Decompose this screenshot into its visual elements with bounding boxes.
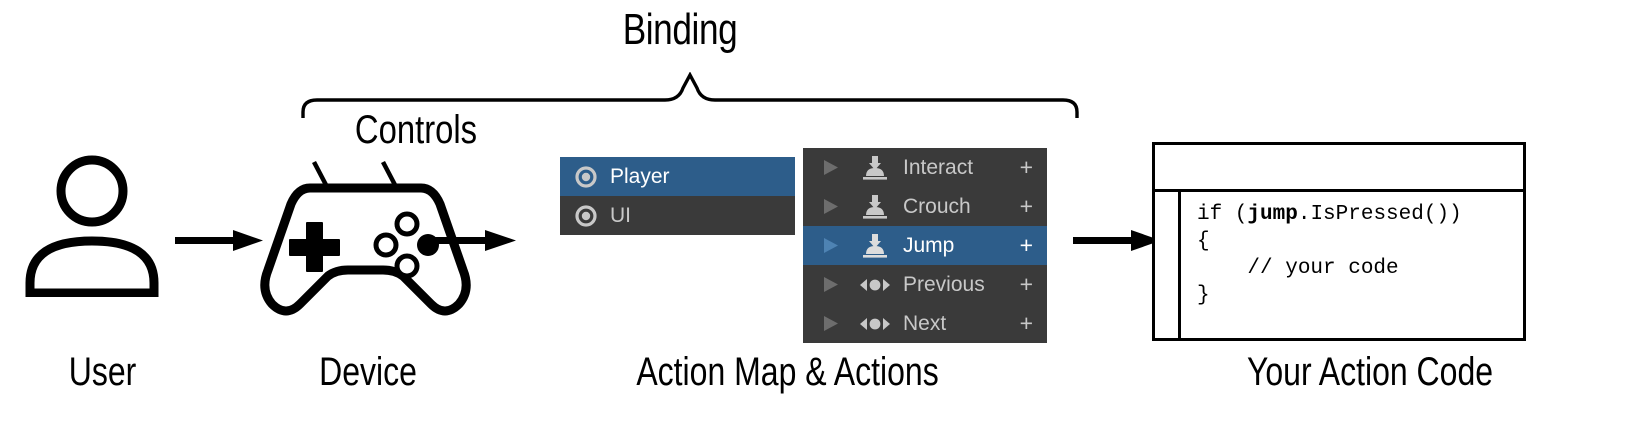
action-row-previous[interactable]: Previous + [803,265,1047,304]
add-binding-button[interactable]: + [1019,232,1033,258]
add-binding-button[interactable]: + [1019,271,1033,297]
caption-code: Your Action Code [1246,350,1494,394]
arrow-actions-to-code [1073,228,1163,259]
action-map-panel[interactable]: Player UI [560,157,795,235]
action-map-row-ui[interactable]: UI [560,196,795,235]
action-map-icon [573,204,599,227]
axis-action-icon [858,316,892,332]
action-row-interact[interactable]: Interact + [803,148,1047,187]
caption-device: Device [319,350,417,394]
binding-label: Binding [622,5,738,54]
code-line: { [1197,230,1210,253]
chevron-right-icon[interactable] [813,275,847,294]
action-label: Jump [903,233,955,257]
action-row-crouch[interactable]: Crouch + [803,187,1047,226]
binding-brace [300,71,1080,123]
add-binding-button[interactable]: + [1019,193,1033,219]
code-line: } [1197,284,1210,307]
button-action-icon [858,155,892,181]
action-map-label: Player [610,164,670,188]
chevron-right-icon[interactable] [813,197,847,216]
action-map-icon [573,165,599,188]
action-map-row-player[interactable]: Player [560,157,795,196]
chevron-right-icon[interactable] [813,314,847,333]
add-binding-button[interactable]: + [1019,154,1033,180]
action-label: Previous [903,272,985,296]
action-label: Interact [903,155,974,179]
caption-action-map: Action Map & Actions [636,350,939,394]
code-window[interactable]: if (jump.IsPressed()) { // your code} [1152,142,1526,341]
chevron-right-icon[interactable] [813,158,847,177]
code-window-titlebar [1155,145,1523,192]
user-icon [22,155,182,302]
arrow-device-to-actionmap [423,228,518,259]
code-window-body: if (jump.IsPressed()) { // your code} [1155,192,1523,338]
controls-label: Controls [354,108,478,152]
action-row-next[interactable]: Next + [803,304,1047,343]
button-action-icon [858,233,892,259]
arrow-user-to-device [175,228,265,259]
code-line: // your code [1197,257,1399,280]
code-gutter [1155,192,1181,338]
caption-user: User [68,350,137,394]
axis-action-icon [858,277,892,293]
button-action-icon [858,194,892,220]
action-label: Crouch [903,194,971,218]
code-line: if (jump.IsPressed()) [1197,203,1462,226]
action-map-label: UI [610,203,631,227]
gamepad-icon [258,178,473,323]
actions-panel[interactable]: Interact + Crouch + [803,148,1047,343]
chevron-right-icon[interactable] [813,236,847,255]
action-label: Next [903,311,947,335]
code-text[interactable]: if (jump.IsPressed()) { // your code} [1181,192,1523,338]
add-binding-button[interactable]: + [1019,310,1033,336]
action-row-jump[interactable]: Jump + [803,226,1047,265]
